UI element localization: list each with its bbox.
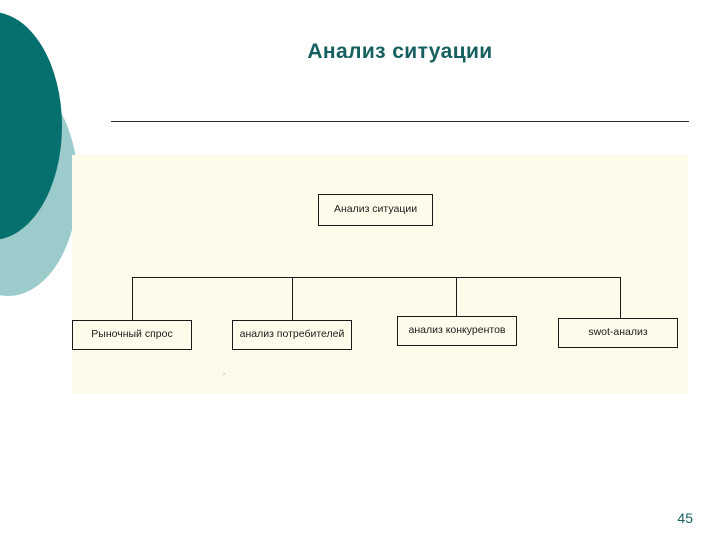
diagram-connector-drop-0 [132,277,133,320]
title-divider [111,121,689,122]
diagram-connector-drop-3 [620,277,621,318]
page-title: Анализ ситуации [307,40,493,63]
diagram-connector-bus [132,277,621,278]
stray-mark: ˊ [222,371,226,385]
diagram-connector-drop-2 [456,277,457,316]
diagram-node-swot-analysis[interactable]: swot-анализ [558,318,678,348]
diagram-node-consumer-analysis[interactable]: анализ потребителей [232,320,352,350]
diagram-connector-drop-1 [292,277,293,320]
page-number: 45 [677,510,693,526]
diagram-node-competitor-analysis[interactable]: анализ конкурентов [397,316,517,346]
diagram-node-root[interactable]: Анализ ситуации [318,194,433,226]
diagram-node-market-demand[interactable]: Рыночный спрос [72,320,192,350]
